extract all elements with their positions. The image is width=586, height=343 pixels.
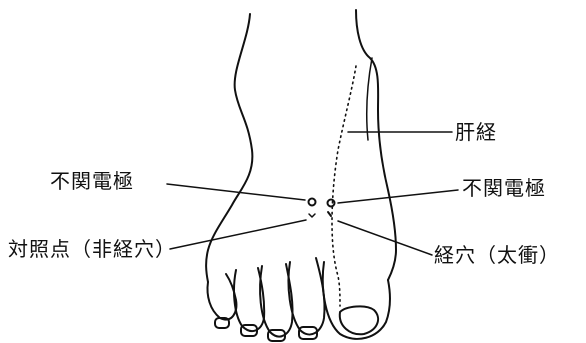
leader-control-point [170, 220, 306, 249]
liver-meridian-label: 肝経 [455, 121, 497, 143]
toes [208, 258, 391, 341]
acupoint-marker [328, 212, 331, 216]
electrode-right-marker [328, 200, 335, 207]
leader-indifferent-right [338, 190, 458, 203]
indifferent-electrode-right-label: 不関電極 [462, 177, 546, 199]
control-point-marker [309, 214, 315, 217]
indifferent-electrode-left-label: 不関電極 [50, 170, 134, 192]
acupoint-label: 経穴（太衝） [434, 244, 560, 266]
big-toenail [340, 306, 378, 334]
foot-outline [206, 10, 396, 282]
control-point-label: 対照点（非経穴） [8, 238, 176, 260]
liver-meridian-path [332, 66, 356, 306]
leader-acupoint [338, 221, 432, 255]
electrode-left-marker [309, 199, 316, 206]
